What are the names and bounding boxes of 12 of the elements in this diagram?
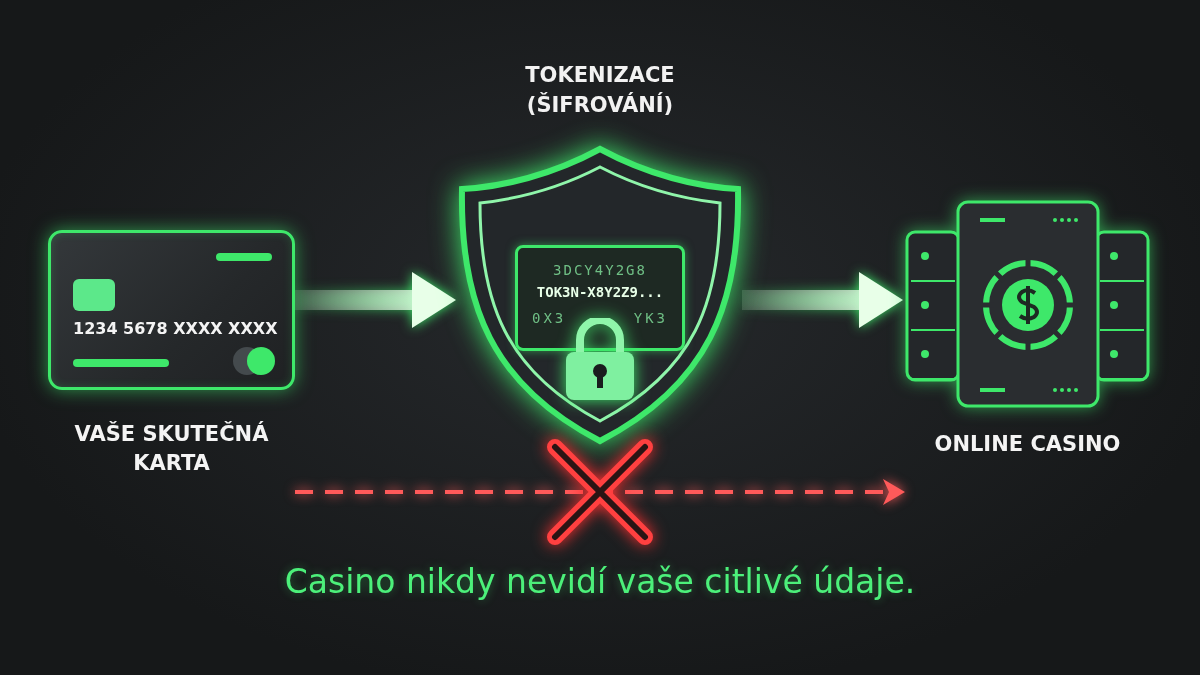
node-caption: ONLINE CASINO bbox=[933, 431, 1122, 458]
token-text: TOK3N-X8Y2Z9... bbox=[535, 284, 665, 300]
blocked-arrow bbox=[295, 479, 905, 505]
code-text: 3DCY4Y2G8 bbox=[552, 262, 648, 278]
flow-arrow bbox=[742, 272, 903, 328]
card-number: 1234 5678 XXXX XXXX bbox=[73, 319, 278, 338]
caption: Casino nikdy nevidí vaše citlivé údaje. bbox=[283, 562, 917, 601]
code-text: YK3 bbox=[633, 310, 668, 326]
code-text: 0X3 bbox=[532, 310, 567, 326]
node-caption: VAŠE SKUTEČNÁ KARTA bbox=[73, 420, 270, 478]
node-heading: TOKENIZACE (ŠIFROVÁNÍ) bbox=[524, 62, 676, 120]
flow-arrow bbox=[295, 272, 456, 328]
